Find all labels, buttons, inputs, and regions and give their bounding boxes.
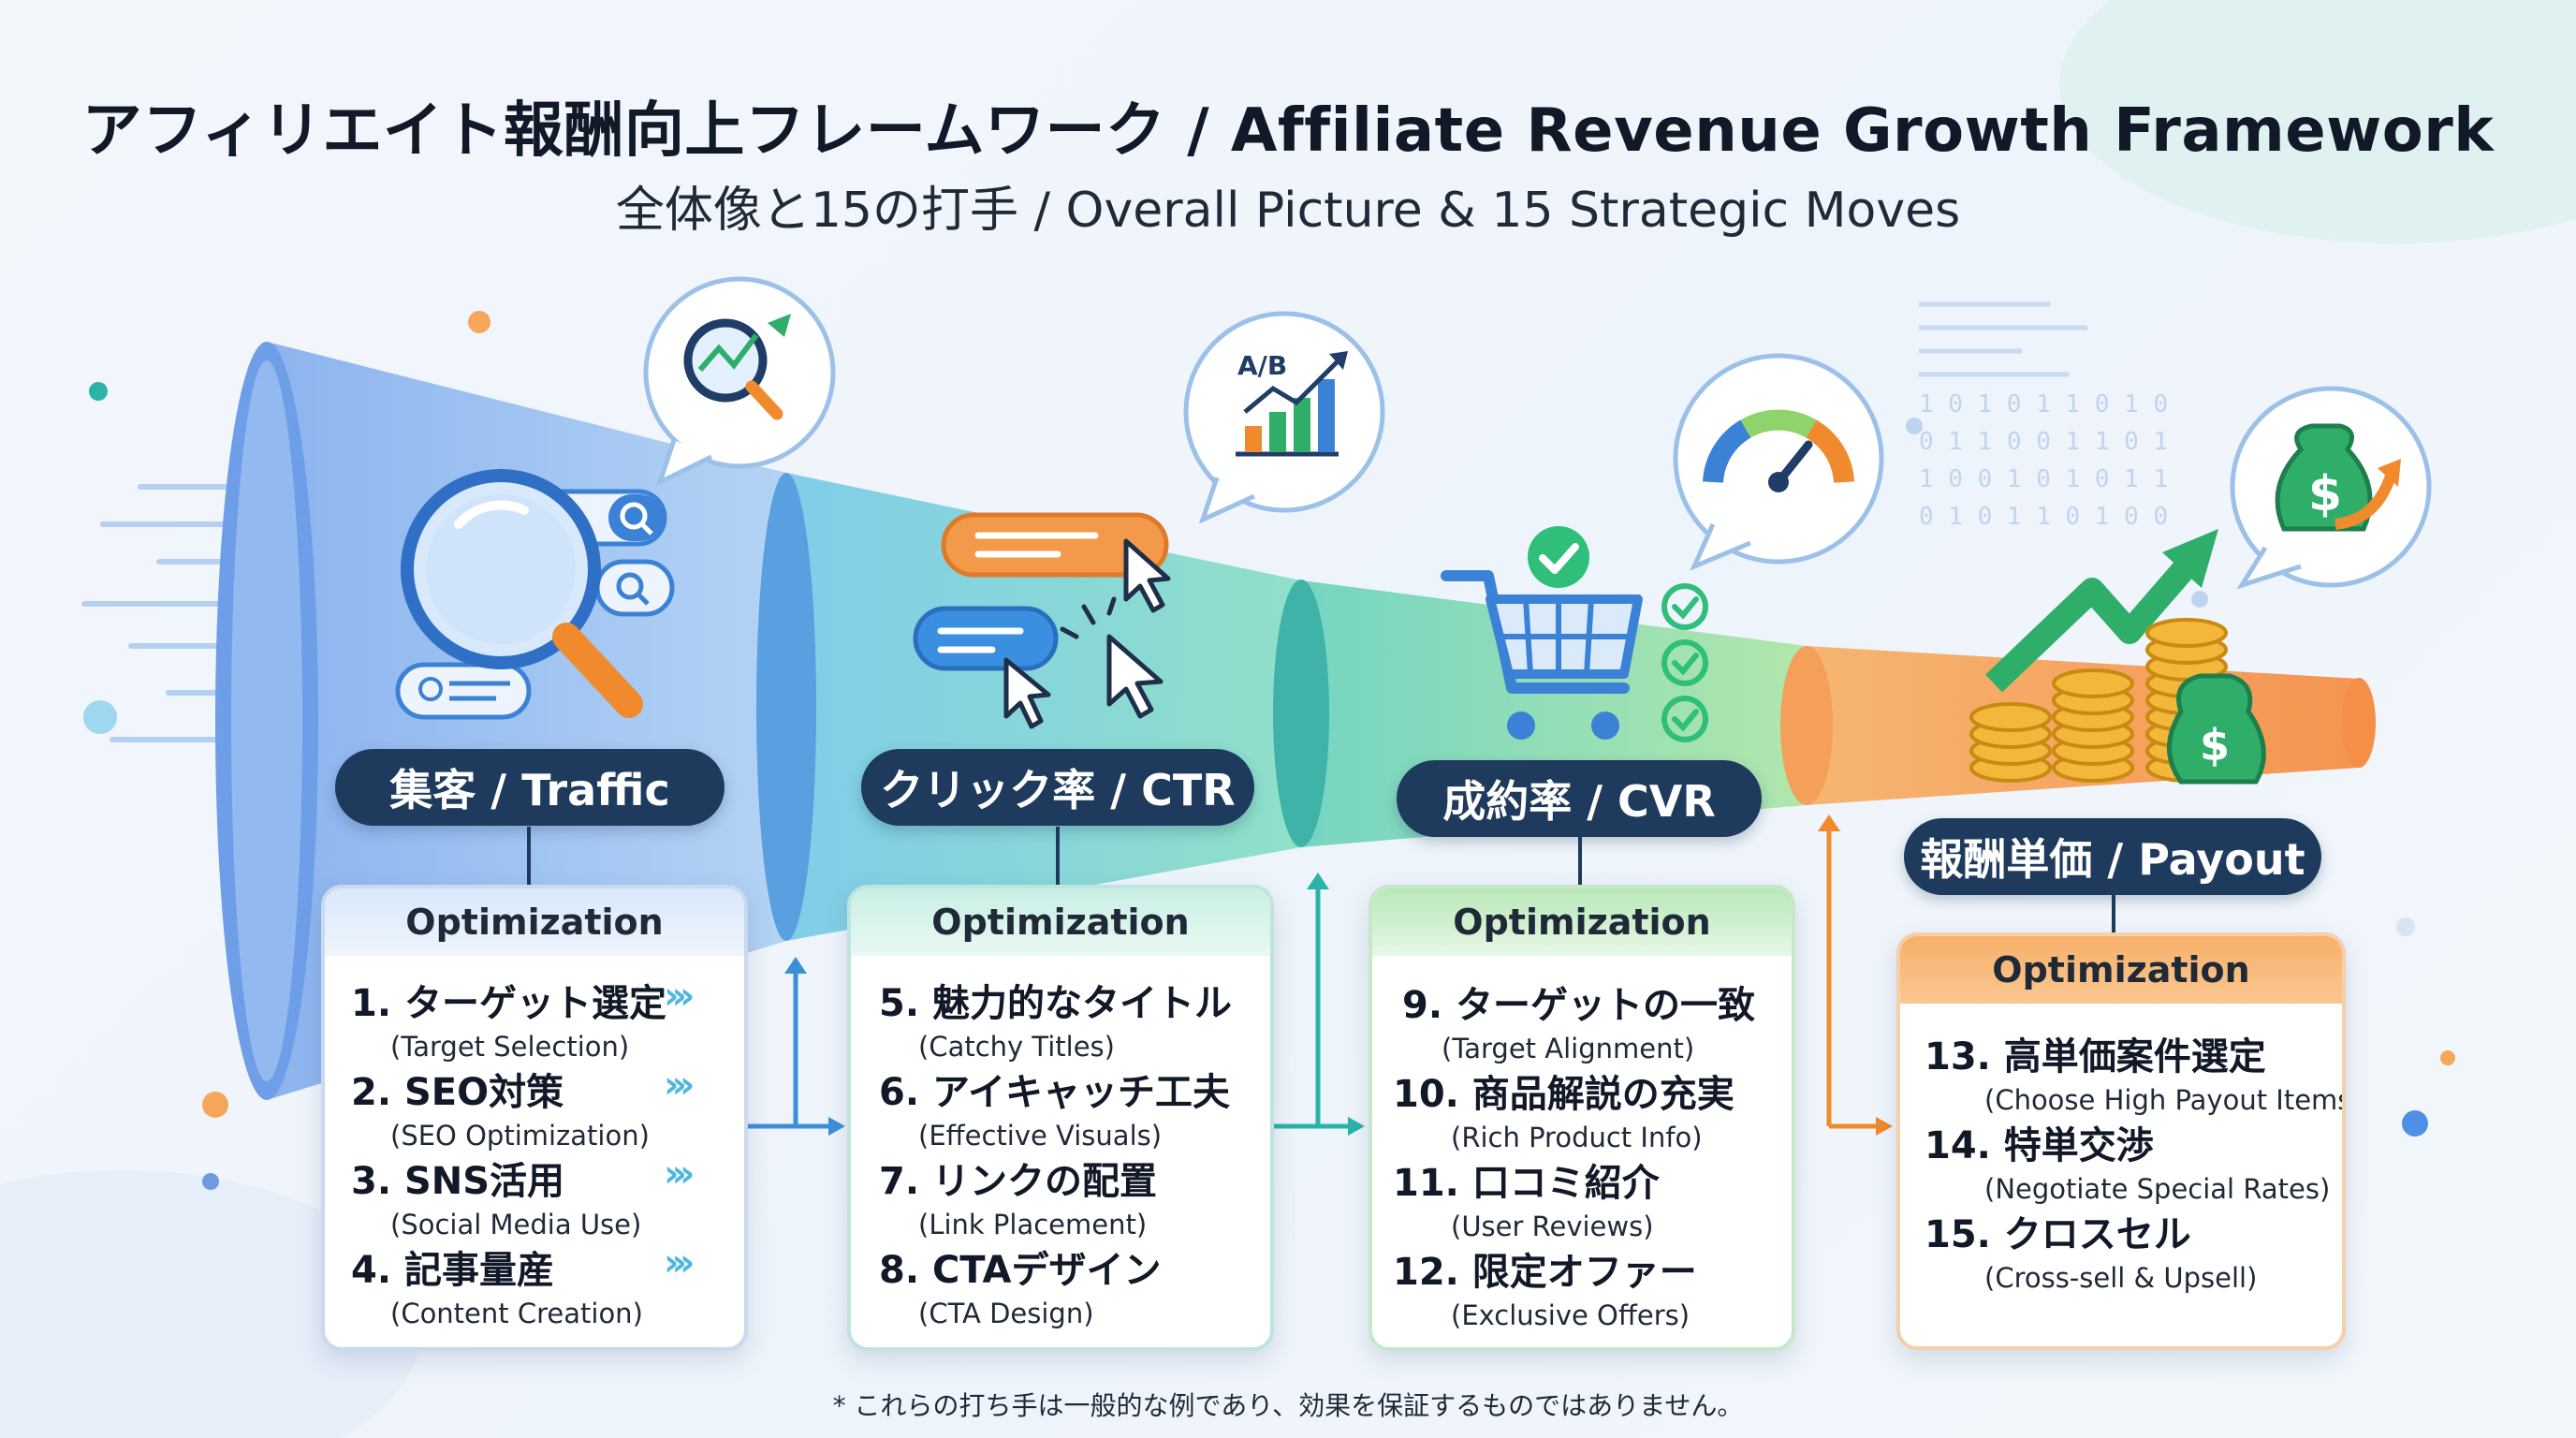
item-title: 1. ターゲット選定 — [351, 982, 666, 1025]
bg-blob — [0, 1170, 421, 1438]
strategy-item-7: 7. リンクの配置 (Link Placement) — [879, 1151, 1157, 1240]
item-title: 9. ターゲットの一致 — [1402, 984, 1755, 1027]
strategy-item-2: 2. SEO対策 (SEO Optimization) — [351, 1062, 650, 1152]
stage-label-traffic: 集客 / Traffic — [335, 749, 724, 826]
item-subtitle: (SEO Optimization) — [390, 1120, 650, 1152]
svg-text:$: $ — [2308, 466, 2342, 522]
chevron-right-icon: ››› — [664, 1152, 695, 1196]
item-title: 6. アイキャッチ工夫 — [879, 1071, 1230, 1114]
funnel-ring-cvr — [1273, 580, 1329, 847]
strategy-item-15: 15. クロスセル (Cross-sell & Upsell) — [1925, 1204, 2257, 1294]
gauge-meter-icon — [1673, 353, 1884, 571]
item-subtitle: (Catchy Titles) — [918, 1031, 1115, 1063]
checklist-icons — [1661, 583, 1708, 742]
item-title: 14. 特単交渉 — [1925, 1124, 2154, 1167]
label-connectors — [527, 827, 2115, 934]
coin-stack-icon: $ — [1969, 529, 2266, 785]
chevron-right-icon: ››› — [664, 1241, 695, 1284]
panel-title: Optimization — [325, 888, 744, 956]
decorative-dots — [83, 311, 2455, 1190]
item-subtitle: (Target Selection) — [390, 1031, 630, 1063]
panel-title: Optimization — [851, 888, 1270, 956]
svg-text:1 0 1 0 1 1 0 1 0: 1 0 1 0 1 1 0 1 0 — [1919, 390, 2168, 418]
item-subtitle: (User Reviews) — [1451, 1211, 1654, 1242]
search-magnifier-icon — [395, 469, 675, 720]
text-lines-bg — [1919, 301, 2087, 377]
strategy-item-9: 9. ターゲットの一致 (Target Alignment) — [1402, 975, 1755, 1064]
item-subtitle: (Rich Product Info) — [1451, 1122, 1703, 1153]
stage-label-cvr: 成約率 / CVR — [1397, 760, 1762, 837]
funnel-ring-payout — [1780, 646, 1833, 805]
item-subtitle: (Effective Visuals) — [918, 1120, 1163, 1152]
item-title: 8. CTAデザイン — [879, 1249, 1162, 1292]
strategy-item-6: 6. アイキャッチ工夫 (Effective Visuals) — [879, 1062, 1230, 1152]
click-cursor-icon — [913, 512, 1171, 729]
strategy-item-3: 3. SNS活用 (Social Media Use) — [351, 1151, 641, 1240]
svg-text:0 1 0 1 1 0 1 0 0: 0 1 0 1 1 0 1 0 0 — [1919, 503, 2168, 531]
item-title: 10. 商品解説の充実 — [1393, 1073, 1734, 1116]
stage-label-payout: 報酬単価 / Payout — [1904, 818, 2321, 895]
money-bag-icon: $ — [2230, 386, 2432, 590]
flow-arrow-2 — [1270, 885, 1350, 1129]
flow-arrow-1 — [744, 969, 831, 1129]
panel-ctr: Optimization 5. 魅力的なタイトル (Catchy Titles)… — [847, 885, 1274, 1351]
item-title: 3. SNS活用 — [351, 1160, 565, 1203]
bg-blob — [2059, 0, 2576, 243]
chevron-right-icon: ››› — [664, 975, 695, 1018]
item-title: 5. 魅力的なタイトル — [879, 982, 1232, 1025]
svg-text:A/B: A/B — [1237, 350, 1287, 381]
item-title: 12. 限定オファー — [1393, 1251, 1697, 1294]
item-subtitle: (Choose High Payout Items) — [1984, 1084, 2346, 1116]
svg-text:$: $ — [2200, 720, 2230, 770]
item-title: 13. 高単価案件選定 — [1925, 1035, 2266, 1078]
search-trend-icon — [643, 276, 836, 487]
strategy-item-12: 12. 限定オファー (Exclusive Offers) — [1393, 1241, 1697, 1331]
item-subtitle: (Negotiate Special Rates) — [1984, 1173, 2331, 1205]
item-title: 11. 口コミ紹介 — [1393, 1162, 1660, 1205]
svg-text:0 1 1 0 0 1 1 0 1: 0 1 1 0 0 1 1 0 1 — [1919, 428, 2168, 456]
strategy-item-5: 5. 魅力的なタイトル (Catchy Titles) — [879, 973, 1232, 1063]
panel-title: Optimization — [1900, 936, 2342, 1004]
page-title: アフィリエイト報酬向上フレームワーク / Affiliate Revenue G… — [81, 96, 2495, 166]
flow-arrow-3 — [1826, 829, 1877, 1129]
strategy-item-13: 13. 高単価案件選定 (Choose High Payout Items) — [1925, 1026, 2346, 1116]
strategy-item-14: 14. 特単交渉 (Negotiate Special Rates) — [1925, 1115, 2330, 1205]
strategy-item-10: 10. 商品解説の充実 (Rich Product Info) — [1393, 1064, 1734, 1153]
panel-title: Optimization — [1372, 888, 1792, 956]
panel-payout: Optimization 13. 高単価案件選定 (Choose High Pa… — [1896, 932, 2346, 1350]
svg-text:1 0 0 1 0 1 0 1 1: 1 0 0 1 0 1 0 1 1 — [1919, 465, 2168, 493]
item-subtitle: (Cross-sell & Upsell) — [1984, 1262, 2258, 1294]
item-title: 7. リンクの配置 — [879, 1160, 1157, 1203]
strategy-item-11: 11. 口コミ紹介 (User Reviews) — [1393, 1152, 1660, 1242]
panel-cvr: Optimization 9. ターゲットの一致 (Target Alignme… — [1368, 885, 1795, 1351]
page-subtitle: 全体像と15の打手 / Overall Picture & 15 Strateg… — [615, 183, 1961, 239]
stage-label-ctr: クリック率 / CTR — [861, 749, 1254, 826]
strategy-item-1: 1. ターゲット選定 (Target Selection) — [351, 973, 666, 1063]
funnel-ring-ctr — [756, 473, 816, 941]
strategy-item-8: 8. CTAデザイン (CTA Design) — [879, 1240, 1161, 1329]
item-title: 2. SEO対策 — [351, 1071, 564, 1114]
item-subtitle: (Exclusive Offers) — [1451, 1299, 1690, 1331]
shopping-cart-icon — [1441, 526, 1708, 742]
chevron-right-icon: ››› — [664, 1064, 695, 1107]
item-subtitle: (Content Creation) — [390, 1298, 643, 1329]
disclaimer-footnote: * これらの打ち手は一般的な例であり、効果を保証するものではありません。 — [832, 1390, 1744, 1421]
item-title: 15. クロスセル — [1925, 1213, 2191, 1256]
strategy-item-4: 4. 記事量産 (Content Creation) — [351, 1240, 643, 1329]
binary-pattern: 1 0 1 0 1 1 0 1 0 0 1 1 0 0 1 1 0 1 1 0 … — [1919, 390, 2168, 531]
item-subtitle: (Social Media Use) — [390, 1209, 642, 1240]
item-subtitle: (Target Alignment) — [1442, 1033, 1695, 1064]
ab-test-chart-icon: A/B — [1183, 311, 1385, 524]
item-title: 4. 記事量産 — [351, 1249, 554, 1292]
item-subtitle: (CTA Design) — [918, 1298, 1094, 1329]
panel-traffic: Optimization 1. ターゲット選定 (Target Selectio… — [321, 885, 748, 1351]
item-subtitle: (Link Placement) — [918, 1209, 1148, 1240]
